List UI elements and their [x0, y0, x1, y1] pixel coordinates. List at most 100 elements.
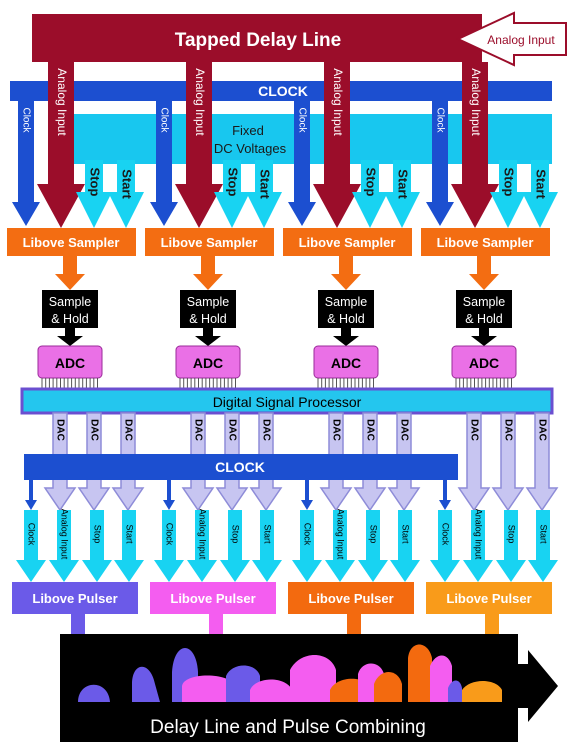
clock-label-1: Clock — [20, 107, 31, 133]
pulse-shape-1 — [78, 684, 110, 702]
sample-hold-1 — [42, 290, 98, 328]
analog-input-label-4: Analog Input — [469, 68, 483, 136]
pulser-stop-label-1: Stop — [93, 525, 103, 544]
clock-arrow-1 — [12, 101, 40, 226]
sampler-output-arrow-1 — [55, 256, 85, 290]
dac-label-3-2: DAC — [364, 419, 375, 441]
pulser-start-label-2: Start — [263, 524, 273, 544]
start-arrow-2 — [246, 160, 282, 228]
pulser-clock-label-1: Clock — [27, 523, 37, 546]
sample-hold-label-line1-3: Sample — [325, 295, 367, 309]
pulser-start-arrow-2 — [252, 510, 282, 582]
pulser-analog-input-label-4: Analog Input — [474, 509, 484, 560]
clock-label-4: Clock — [434, 107, 445, 133]
start-label-4: Start — [534, 169, 549, 199]
pulse-shape-4 — [182, 675, 235, 702]
dac-label-3-1: DAC — [330, 419, 341, 441]
dac-label-1-3: DAC — [122, 419, 133, 441]
libove-pulser-label-2: Libove Pulser — [170, 591, 255, 606]
dac-label-4-1: DAC — [468, 419, 479, 441]
pulser-clock-arrow-1 — [16, 510, 46, 582]
analog-input-arrow-1 — [37, 62, 85, 228]
pulser-clock-label-3: Clock — [303, 523, 313, 546]
pulser-clock-arrow-4 — [430, 510, 460, 582]
pulser-analog-input-label-1: Analog Input — [60, 509, 70, 560]
pulser-clock-arrow-3 — [292, 510, 322, 582]
sample-hold-3 — [318, 290, 374, 328]
libove-sampler-2 — [145, 228, 274, 256]
dac-label-2-3: DAC — [260, 419, 271, 441]
clock-bus-bottom — [24, 454, 458, 480]
dac-label-4-2: DAC — [502, 419, 513, 441]
libove-sampler-3 — [283, 228, 412, 256]
sample-hold-label-line1-2: Sample — [187, 295, 229, 309]
stop-label-2: Stop — [226, 168, 241, 197]
combining-output-arrow — [508, 650, 558, 722]
pulser-analog-input-arrow-1 — [49, 510, 79, 582]
analog-input-label: Analog Input — [487, 33, 555, 47]
adc-label-3: ADC — [331, 355, 361, 371]
libove-pulser-2 — [150, 582, 276, 614]
pulser-stop-label-3: Stop — [369, 525, 379, 544]
stop-arrow-1 — [76, 160, 112, 228]
sh-output-arrow-3 — [333, 328, 359, 346]
tapped-delay-line-title: Tapped Delay Line — [175, 30, 341, 51]
pulse-shape-12 — [430, 655, 452, 702]
dac-arrow-4-2 — [491, 412, 525, 512]
pulse-shape-6 — [250, 679, 292, 702]
analog-input-arrow — [455, 11, 567, 67]
stop-arrow-3 — [352, 160, 388, 228]
sample-hold-label-line2-1: & Hold — [51, 312, 89, 326]
clock-label-2: Clock — [158, 107, 169, 133]
analog-input-label-1: Analog Input — [55, 68, 69, 136]
dac-label-3-3: DAC — [398, 419, 409, 441]
dac-label-2-2: DAC — [226, 419, 237, 441]
start-arrow-4 — [522, 160, 558, 228]
sample-hold-label-line1-1: Sample — [49, 295, 91, 309]
stop-arrow-4 — [490, 160, 526, 228]
pulser-analog-input-arrow-3 — [325, 510, 355, 582]
stop-arrow-2 — [214, 160, 250, 228]
clock-top-label: CLOCK — [258, 83, 308, 99]
sample-hold-label-line2-2: & Hold — [189, 312, 227, 326]
pulser-analog-input-label-2: Analog Input — [198, 509, 208, 560]
fixed-dc-label-line1: Fixed — [232, 123, 264, 138]
sh-output-arrow-1 — [57, 328, 83, 346]
bottom-clock-arrow-3 — [301, 480, 313, 510]
sample-hold-2 — [180, 290, 236, 328]
libove-pulser-label-1: Libove Pulser — [32, 591, 117, 606]
dac-label-2-1: DAC — [192, 419, 203, 441]
libove-pulser-3 — [288, 582, 414, 614]
adc-label-2: ADC — [193, 355, 223, 371]
sample-hold-label-line1-4: Sample — [463, 295, 505, 309]
libove-pulser-1 — [12, 582, 138, 614]
analog-input-arrow-2 — [175, 62, 223, 228]
pulser-analog-input-arrow-4 — [463, 510, 493, 582]
pulse-shape-11 — [408, 644, 432, 702]
libove-sampler-label-1: Libove Sampler — [23, 235, 120, 250]
dsp-label: Digital Signal Processor — [213, 394, 362, 410]
pulser-start-arrow-3 — [390, 510, 420, 582]
clock-arrow-2 — [150, 101, 178, 226]
pulser-clock-label-4: Clock — [441, 523, 451, 546]
libove-sampler-label-2: Libove Sampler — [161, 235, 258, 250]
libove-sampler-4 — [421, 228, 550, 256]
pulser-start-arrow-1 — [114, 510, 144, 582]
adc-chip-1 — [37, 345, 103, 379]
adc-label-4: ADC — [469, 355, 499, 371]
pulse-shape-10 — [374, 672, 402, 702]
pulser-start-arrow-4 — [528, 510, 558, 582]
analog-input-label-2: Analog Input — [193, 68, 207, 136]
dac-label-1-1: DAC — [54, 419, 65, 441]
pulse-shape-14 — [462, 681, 502, 702]
clock-label-3: Clock — [296, 107, 307, 133]
adc-chip-4 — [451, 345, 517, 379]
bottom-clock-arrow-1 — [25, 480, 37, 510]
libove-pulser-label-3: Libove Pulser — [308, 591, 393, 606]
pulse-shape-2 — [132, 666, 160, 702]
